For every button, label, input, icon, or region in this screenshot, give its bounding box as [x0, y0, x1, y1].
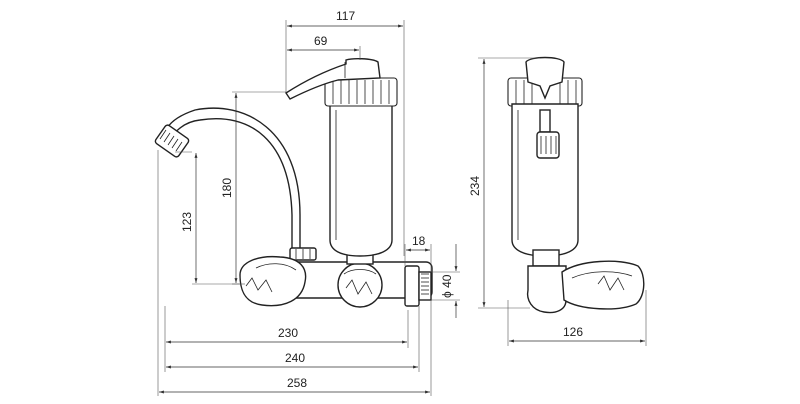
dim-69: 69 [287, 34, 361, 60]
dim-230-label: 230 [278, 326, 298, 340]
side-lever [525, 56, 565, 100]
filter-lever [285, 57, 381, 100]
dim-230: 230 [164, 306, 409, 348]
dim-126: 126 [507, 290, 647, 346]
dim-40-value: 40 [440, 274, 454, 288]
dim-123: 123 [175, 151, 240, 285]
filter-cap-ring [324, 77, 398, 107]
center-tap-handle [337, 262, 383, 308]
wall-connector [404, 265, 432, 307]
side-stem [532, 249, 560, 267]
side-nozzle [536, 109, 560, 159]
side-handle [561, 260, 645, 310]
dim-123-label: 123 [180, 212, 194, 232]
dim-240-label: 240 [285, 351, 305, 365]
dim-diameter-40: ϕ 40 [431, 244, 460, 318]
dim-180: 180 [220, 91, 286, 285]
dim-234-label: 234 [468, 176, 482, 196]
side-view [507, 56, 645, 314]
side-elbow [526, 265, 567, 314]
dim-180-label: 180 [220, 178, 234, 198]
dim-258: 258 [157, 150, 432, 396]
dim-234: 234 [468, 57, 540, 309]
aerator-nozzle [154, 124, 190, 158]
dim-40-label: ϕ 40 [440, 274, 454, 298]
dim-240: 240 [164, 306, 420, 372]
left-tap-handle [239, 255, 307, 307]
dim-117: 117 [285, 9, 405, 256]
dim-117-label: 117 [336, 9, 355, 23]
dim-18: 18 [404, 234, 432, 272]
filter-cartridge [329, 103, 393, 257]
dim-126-label: 126 [563, 325, 583, 339]
diameter-symbol: ϕ [440, 291, 454, 298]
dim-69-label: 69 [314, 34, 328, 48]
front-view [154, 57, 433, 308]
dim-18-label: 18 [412, 234, 426, 248]
dim-258-label: 258 [287, 376, 307, 390]
spout-collar [289, 247, 317, 261]
